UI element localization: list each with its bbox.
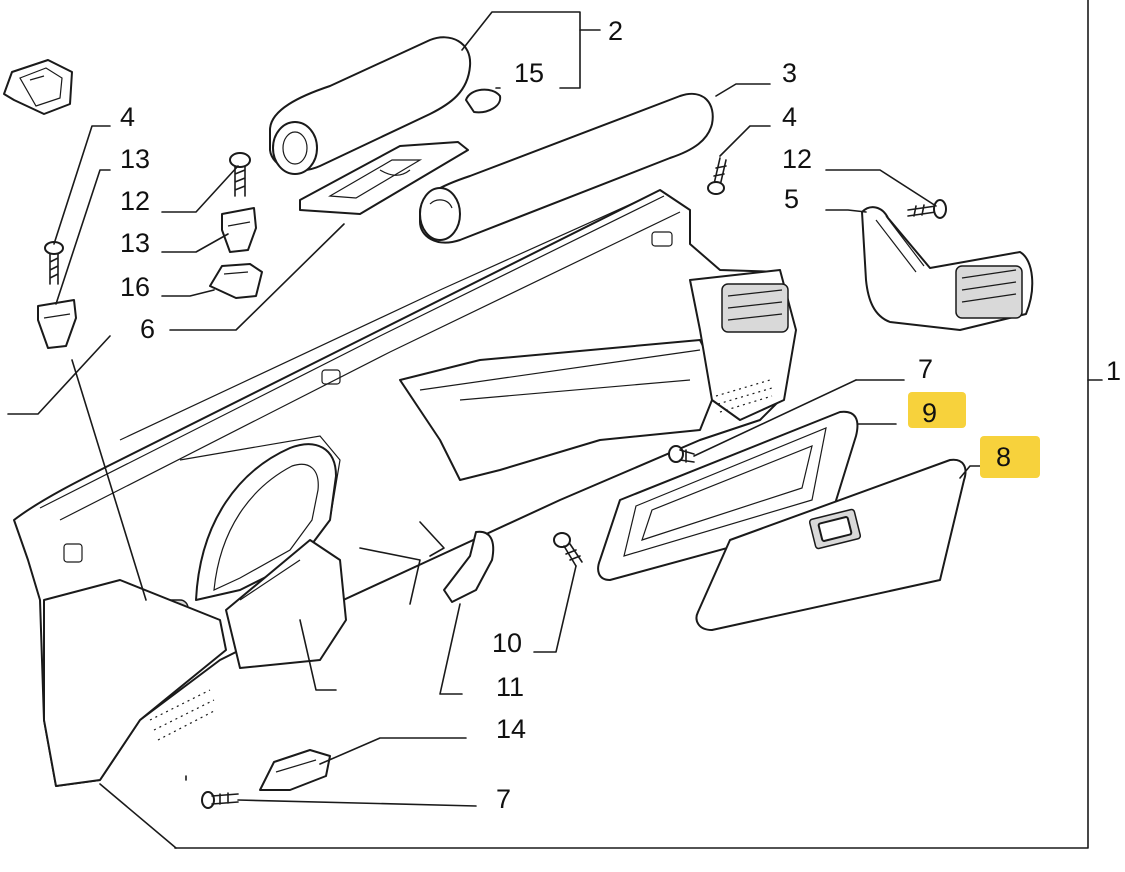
part-6-tray xyxy=(299,141,469,215)
label-12-mid: 12 xyxy=(120,186,150,216)
frame-line xyxy=(174,0,1089,849)
label-9-highlight xyxy=(908,392,966,428)
label-7-upper: 7 xyxy=(918,354,933,384)
part-3-cover xyxy=(419,93,714,244)
label-10: 10 xyxy=(492,628,522,658)
screw-7-lower xyxy=(201,791,239,809)
label-4-right: 4 xyxy=(782,102,797,132)
label-13-mid: 13 xyxy=(120,228,150,258)
part-1-dashboard xyxy=(13,189,797,787)
screw-12-mid xyxy=(229,152,251,197)
grille-left xyxy=(149,689,217,741)
label-2: 2 xyxy=(608,16,623,46)
clip-part-top-left xyxy=(3,59,73,115)
clip-13-mid xyxy=(221,207,257,253)
screw-7-upper xyxy=(668,445,695,463)
part-9-glovebox-frame xyxy=(597,410,859,581)
label-15: 15 xyxy=(514,58,544,88)
clip-13-left xyxy=(37,299,77,349)
screw-10 xyxy=(553,532,583,567)
part-5-right-vent xyxy=(861,206,1034,331)
screw-12-right xyxy=(907,199,947,219)
label-5: 5 xyxy=(784,184,799,214)
screw-4-right xyxy=(707,157,727,195)
label-8: 8 xyxy=(996,442,1011,472)
clip-16 xyxy=(209,263,263,299)
label-4-left: 4 xyxy=(120,102,135,132)
part-14-latch xyxy=(259,749,331,791)
label-8-highlight xyxy=(980,436,1040,478)
screw-4-left xyxy=(44,241,64,285)
label-9: 9 xyxy=(922,398,937,428)
part-11-bracket xyxy=(443,530,495,603)
label-1: 1 xyxy=(1106,356,1121,386)
label-13-left: 13 xyxy=(120,144,150,174)
label-12-right: 12 xyxy=(782,144,812,174)
leader-lines xyxy=(7,11,981,849)
part-15-cap xyxy=(465,88,502,114)
label-3: 3 xyxy=(782,58,797,88)
label-14: 14 xyxy=(496,714,526,744)
part-8-glovebox-lid xyxy=(695,458,967,631)
label-16: 16 xyxy=(120,272,150,302)
part-2-cover xyxy=(269,36,472,175)
label-7-lower: 7 xyxy=(496,784,511,814)
label-6: 6 xyxy=(140,314,155,344)
label-11: 11 xyxy=(496,672,524,702)
